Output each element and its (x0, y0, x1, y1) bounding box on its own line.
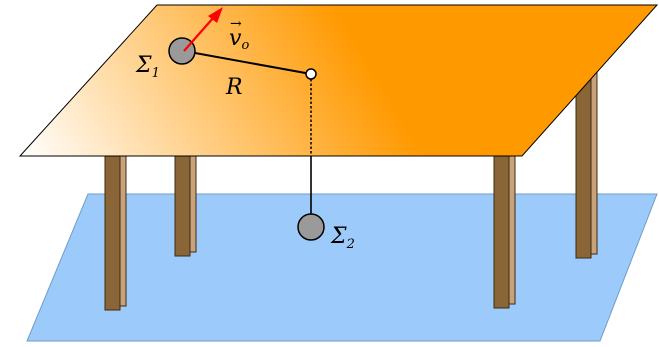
table-leg-front-left (104, 155, 127, 311)
table-leg-front-right (493, 155, 516, 309)
table-leg-back-right (575, 64, 598, 259)
table-hole (305, 68, 317, 80)
mass-sigma-2 (297, 213, 325, 241)
string-on-table (183, 50, 312, 75)
velocity-arrow-accent: → (230, 16, 242, 32)
table-leg-back-left (174, 155, 197, 257)
velocity-label: vo (229, 26, 249, 53)
table-top (18, 4, 659, 157)
velocity-vector (183, 7, 223, 52)
mass-1-label: Σ1 (135, 53, 160, 81)
radius-label: R (225, 75, 243, 100)
mass-2-label: Σ2 (330, 224, 355, 252)
